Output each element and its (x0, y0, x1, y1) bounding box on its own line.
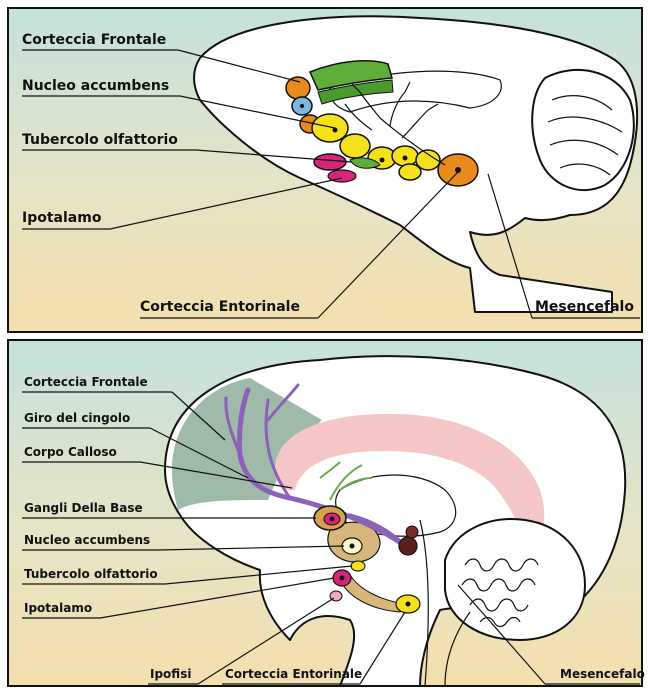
top-yellow-6 (399, 164, 421, 180)
bottom-label-hypothalamus: Ipotalamo (24, 601, 92, 615)
bottom-label-entorhinal-cortex: Corteccia Entorinale (225, 667, 362, 681)
top-label-entorhinal-cortex: Corteccia Entorinale (140, 299, 300, 315)
top-label-nucleus-accumbens: Nucleo accumbens (22, 78, 169, 94)
bottom-label-midbrain: Mesencefalo (560, 667, 645, 681)
top-yellow-2 (340, 134, 370, 158)
top-hypothalamus-region (314, 154, 346, 170)
bottom-cerebellum (445, 519, 585, 640)
bottom-vta-nucleus-1 (399, 537, 417, 555)
top-label-midbrain: Mesencefalo (535, 299, 634, 315)
top-label-hypothalamus: Ipotalamo (22, 210, 102, 226)
bottom-label-nucleus-accumbens: Nucleo accumbens (24, 533, 150, 547)
bottom-label-corpus-callosum: Corpo Calloso (24, 445, 117, 459)
top-yellow-1 (312, 114, 348, 142)
bottom-olfactory-tubercle (351, 561, 365, 571)
top-label-olfactory-tubercle: Tubercolo olfattorio (22, 132, 178, 148)
bottom-panel: Corteccia Frontale Giro del cingolo Corp… (8, 340, 645, 686)
bottom-label-pituitary: Ipofisi (150, 667, 191, 681)
bottom-label-frontal-cortex: Corteccia Frontale (24, 375, 148, 389)
bottom-label-basal-ganglia: Gangli Della Base (24, 501, 143, 515)
bottom-label-cingulate-gyrus: Giro del cingolo (24, 411, 130, 425)
top-orange-nucleus-1 (286, 77, 310, 99)
top-label-frontal-cortex: Corteccia Frontale (22, 32, 166, 48)
top-panel: Corteccia Frontale Nucleo accumbens Tube… (8, 8, 642, 332)
bottom-label-olfactory-tubercle: Tubercolo olfattorio (24, 567, 158, 581)
bottom-vta-nucleus-2 (406, 526, 418, 538)
